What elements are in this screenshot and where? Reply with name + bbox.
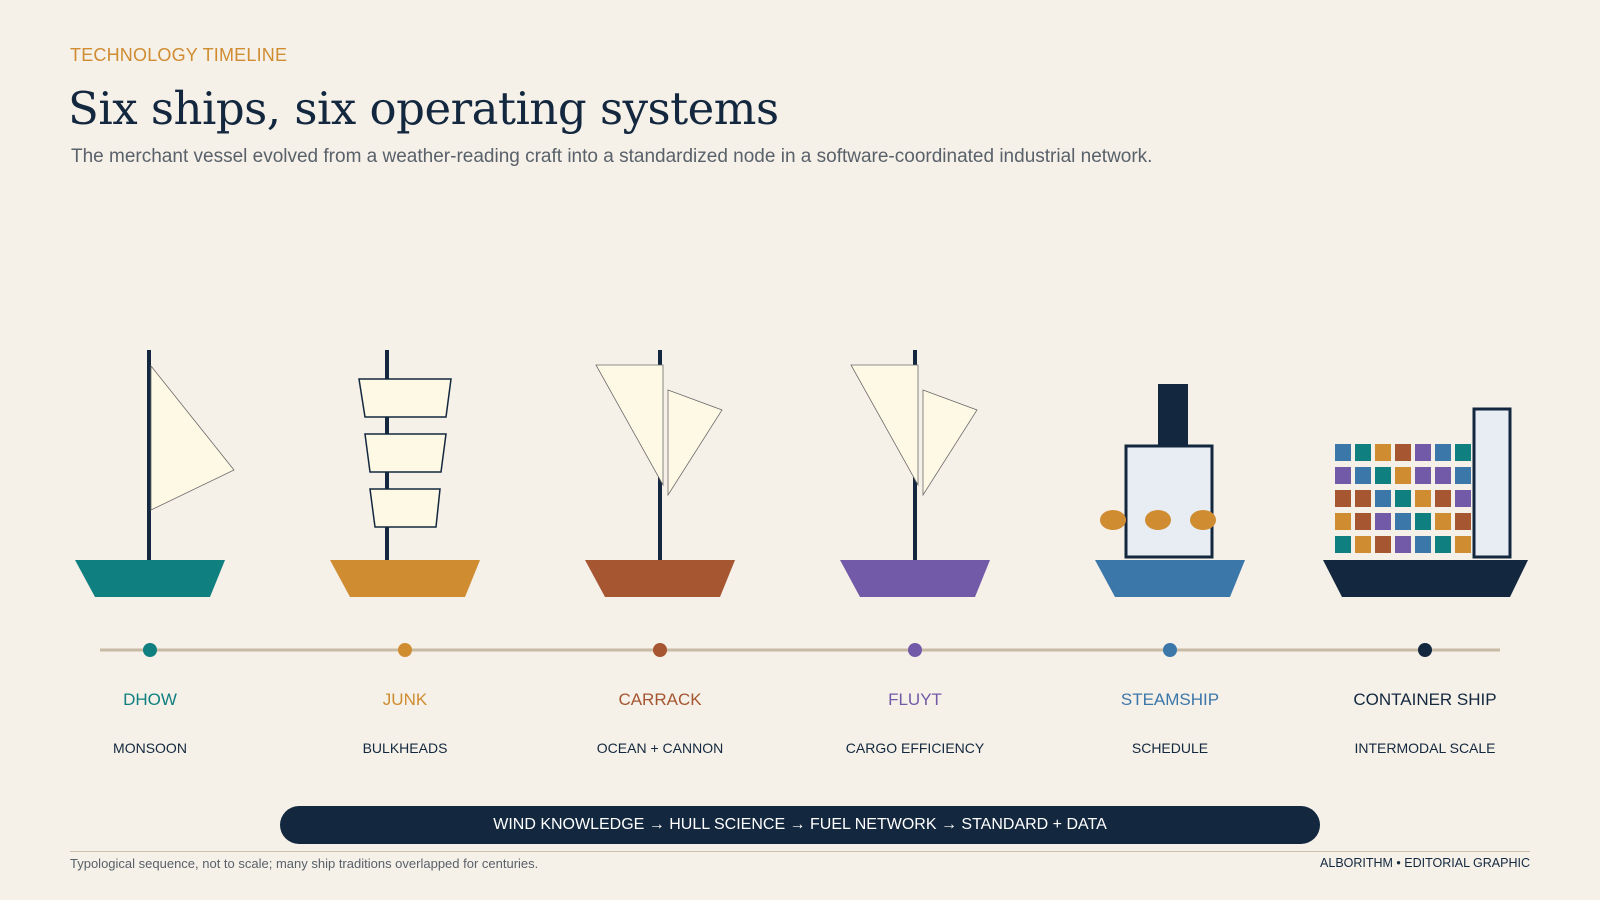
container-box [1335, 444, 1351, 461]
container-box [1395, 490, 1411, 507]
steamship-paddle-left [1100, 510, 1126, 530]
container-box [1375, 444, 1391, 461]
ship-name-fluyt: FLUYT [888, 690, 942, 709]
junk-hull [330, 560, 480, 597]
ship-theme-carrack: OCEAN + CANNON [596, 740, 724, 756]
container-box [1415, 490, 1431, 507]
dhow-mast [147, 350, 151, 560]
ship-theme-fluyt: CARGO EFFICIENCY [845, 740, 985, 756]
junk-sail-middle [364, 433, 447, 473]
container-box [1375, 490, 1391, 507]
container-box [1355, 513, 1371, 530]
container-box [1455, 467, 1471, 484]
container-ship-illustration [1323, 407, 1528, 657]
dhow-timeline-dot [143, 643, 157, 657]
fluyt-illustration [840, 350, 990, 657]
carrack-hull [585, 560, 735, 597]
steamship-hull [1095, 560, 1245, 597]
eyebrow-label: TECHNOLOGY TIMELINE [70, 45, 288, 65]
container-box [1375, 467, 1391, 484]
ship-theme-junk: BULKHEADS [362, 740, 448, 756]
dhow-sail [150, 364, 235, 511]
container-box [1415, 444, 1431, 461]
footnote: Typological sequence, not to scale; many… [70, 856, 539, 871]
junk-timeline-dot [398, 643, 412, 657]
junk-sail-top [358, 378, 452, 418]
ship-theme-dhow: MONSOON [113, 740, 187, 756]
container-box [1435, 513, 1451, 530]
fluyt-hull [840, 560, 990, 597]
container-ship-timeline-dot [1418, 643, 1432, 657]
credit-line: ALBORITHM • EDITORIAL GRAPHIC [1320, 856, 1530, 870]
ship-theme-container: INTERMODAL SCALE [1354, 740, 1496, 756]
page-title: Six ships, six operating systems [68, 82, 779, 135]
fluyt-timeline-dot [908, 643, 922, 657]
container-box [1335, 490, 1351, 507]
steamship-funnel [1158, 384, 1188, 446]
container-box [1435, 467, 1451, 484]
container-box [1375, 536, 1391, 553]
ship-name-junk: JUNK [382, 690, 428, 709]
steamship-paddle-center [1145, 510, 1171, 530]
container-box [1335, 513, 1351, 530]
container-box [1455, 513, 1471, 530]
ship-name-dhow: DHOW [123, 690, 177, 709]
fluyt-sail-main [850, 364, 919, 487]
container-box [1375, 513, 1391, 530]
progression-banner: WIND KNOWLEDGE → HULL SCIENCE → FUEL NET… [280, 806, 1320, 844]
container-box [1395, 536, 1411, 553]
container-box [1395, 467, 1411, 484]
container-box [1355, 444, 1371, 461]
carrack-timeline-dot [653, 643, 667, 657]
footer-divider [70, 851, 1530, 852]
container-box [1335, 467, 1351, 484]
container-ship-hull [1323, 560, 1528, 597]
ship-name-container: CONTAINER SHIP [1353, 690, 1497, 709]
dhow-illustration [75, 350, 235, 657]
fluyt-sail-fore [922, 389, 978, 497]
container-box [1435, 444, 1451, 461]
container-box [1395, 444, 1411, 461]
junk-illustration [330, 350, 480, 657]
steamship-illustration [1095, 384, 1245, 657]
steamship-paddle-right [1190, 510, 1216, 530]
ship-name-carrack: CARRACK [618, 690, 702, 709]
container-box [1415, 536, 1431, 553]
steamship-superstructure [1124, 444, 1214, 559]
steamship-timeline-dot [1163, 643, 1177, 657]
dhow-hull [75, 560, 225, 597]
ship-theme-steamship: SCHEDULE [1131, 740, 1209, 756]
carrack-sail-fore [667, 389, 723, 497]
container-box [1355, 490, 1371, 507]
container-box [1435, 490, 1451, 507]
container-box [1455, 490, 1471, 507]
container-box [1395, 513, 1411, 530]
container-box [1355, 467, 1371, 484]
carrack-sail-main [595, 364, 664, 487]
junk-sail-bottom [369, 488, 441, 528]
container-box [1415, 513, 1431, 530]
carrack-illustration [585, 350, 735, 657]
container-box [1455, 536, 1471, 553]
container-box [1355, 536, 1371, 553]
container-box [1415, 467, 1431, 484]
container-stack [1335, 444, 1471, 553]
ship-name-steamship: STEAMSHIP [1120, 690, 1220, 709]
container-ship-bridge [1472, 407, 1512, 559]
page-subtitle: The merchant vessel evolved from a weath… [71, 146, 1153, 167]
container-box [1335, 536, 1351, 553]
container-box [1435, 536, 1451, 553]
container-box [1455, 444, 1471, 461]
